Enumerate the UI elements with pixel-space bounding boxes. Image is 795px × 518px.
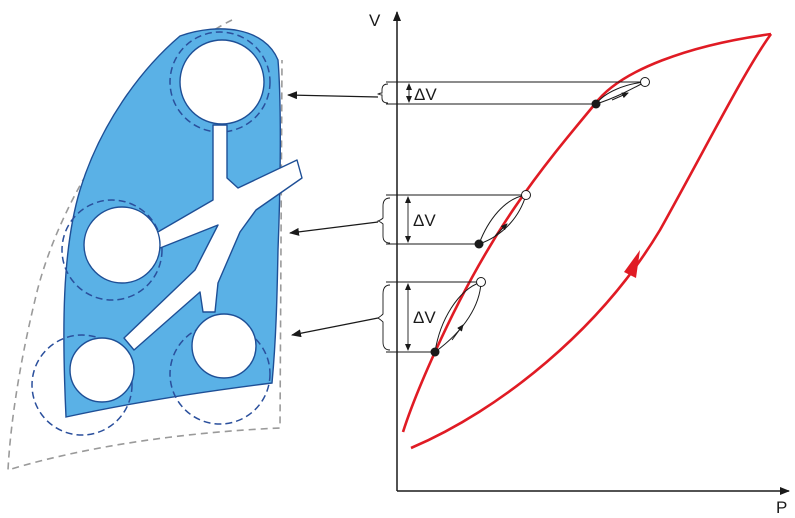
mini-loops <box>435 82 645 352</box>
point-filled-top <box>592 100 601 109</box>
leader-arrows <box>288 95 378 335</box>
delta-v-label-top: ΔV <box>414 85 437 104</box>
x-axis-label: P <box>776 498 787 517</box>
mini-loop-bottom <box>435 282 481 352</box>
delta-v-label-mid: ΔV <box>413 211 436 230</box>
alveolus-top <box>180 40 264 124</box>
point-open-bottom <box>477 278 486 287</box>
point-open-mid <box>522 191 531 200</box>
alveolus-mid <box>84 207 160 283</box>
inflation-direction-arrow <box>624 250 640 278</box>
leader-arrow-bottom <box>292 318 378 335</box>
alveolus-bottom-left <box>70 338 134 402</box>
lung-illustration <box>8 20 302 470</box>
y-axis-label: V <box>369 11 381 30</box>
point-open-top <box>641 78 650 87</box>
point-filled-bottom <box>431 348 440 357</box>
delta-v-label-bottom: ΔV <box>413 308 436 327</box>
bracket-top <box>378 84 388 103</box>
leader-arrow-top <box>288 95 378 97</box>
curve-points <box>431 78 650 357</box>
inflation-curve <box>411 34 771 448</box>
bracket-bottom <box>378 285 390 350</box>
deflation-curve <box>403 34 771 432</box>
axes <box>397 12 789 491</box>
pv-loop <box>403 34 771 448</box>
alveolus-bottom-right <box>192 314 256 378</box>
point-filled-mid <box>475 240 484 249</box>
bracket-mid <box>378 198 390 243</box>
leader-arrow-mid <box>290 222 378 233</box>
